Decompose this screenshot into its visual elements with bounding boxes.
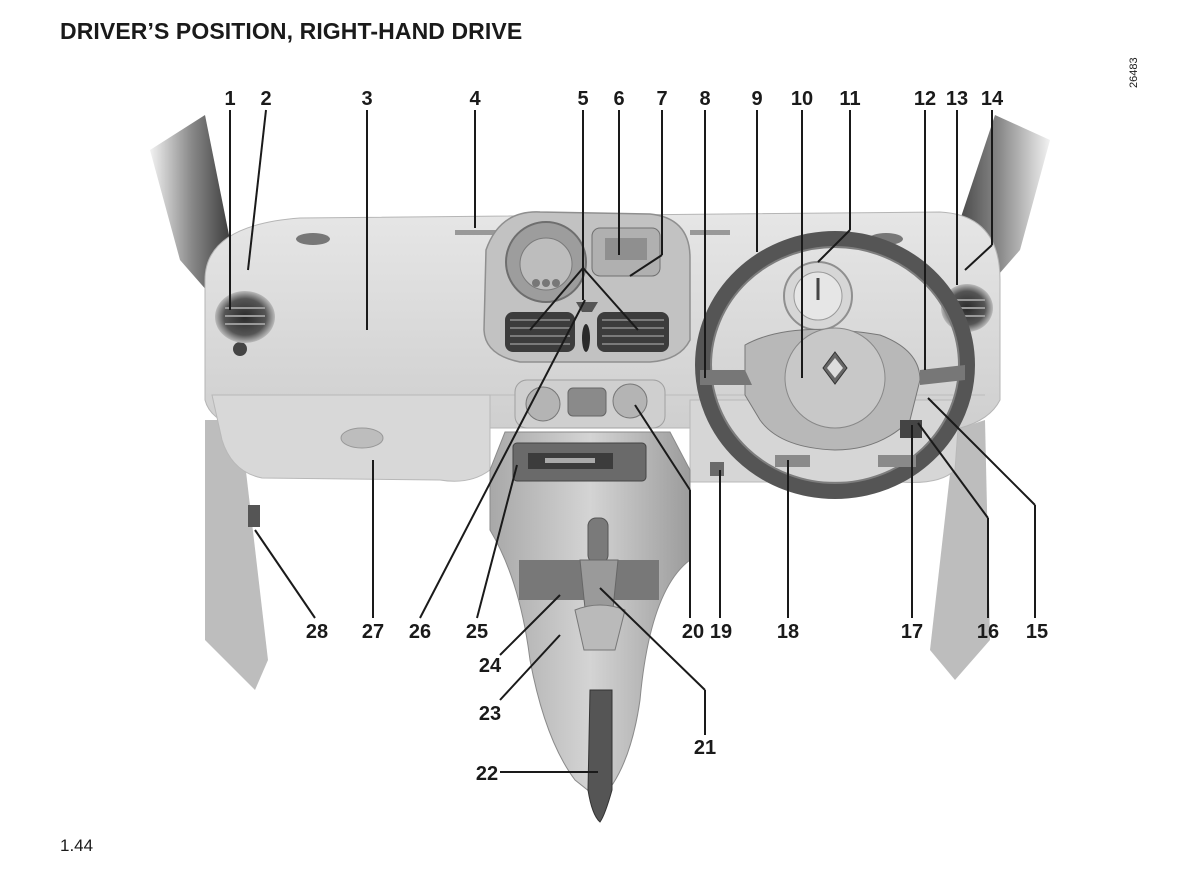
centre-console [489,431,691,823]
callout-28: 28 [306,621,328,643]
callout-24: 24 [479,655,502,677]
callout-19: 19 [710,621,732,643]
callout-25: 25 [466,621,488,643]
callout-20: 20 [682,621,704,643]
glovebox-handle [340,427,384,449]
callout-3: 3 [361,88,372,110]
callout-18: 18 [777,621,799,643]
callout-17: 17 [901,621,923,643]
callout-11: 11 [839,88,860,110]
callout-12: 12 [914,88,936,110]
callout-14: 14 [981,88,1004,110]
callout-6: 6 [613,88,624,110]
callout-4: 4 [469,88,481,110]
callout-16: 16 [977,621,999,643]
steering-wheel [695,231,975,499]
callout-7: 7 [656,88,667,110]
left-side-vent [215,291,275,343]
callout-numbers: 1 2 3 4 5 6 7 8 9 10 11 12 13 14 15 16 1… [224,88,1048,785]
callout-5: 5 [577,88,588,110]
callout-23: 23 [479,703,501,725]
heater-controls [514,379,666,429]
page-number: 1.44 [60,836,94,855]
callout-22: 22 [476,763,498,785]
callout-8: 8 [699,88,710,110]
callout-2: 2 [260,88,271,110]
callout-21: 21 [694,737,716,759]
page-title: DRIVER’S POSITION, RIGHT-HAND DRIVE [60,18,523,44]
side-switch [248,505,260,527]
callout-26: 26 [409,621,431,643]
leader-lines [229,109,1036,773]
central-pod [483,211,691,363]
callout-15: 15 [1026,621,1048,643]
callout-13: 13 [946,88,968,110]
callout-1: 1 [224,88,235,110]
callout-9: 9 [751,88,762,110]
callout-10: 10 [791,88,813,110]
callout-27: 27 [362,621,384,643]
